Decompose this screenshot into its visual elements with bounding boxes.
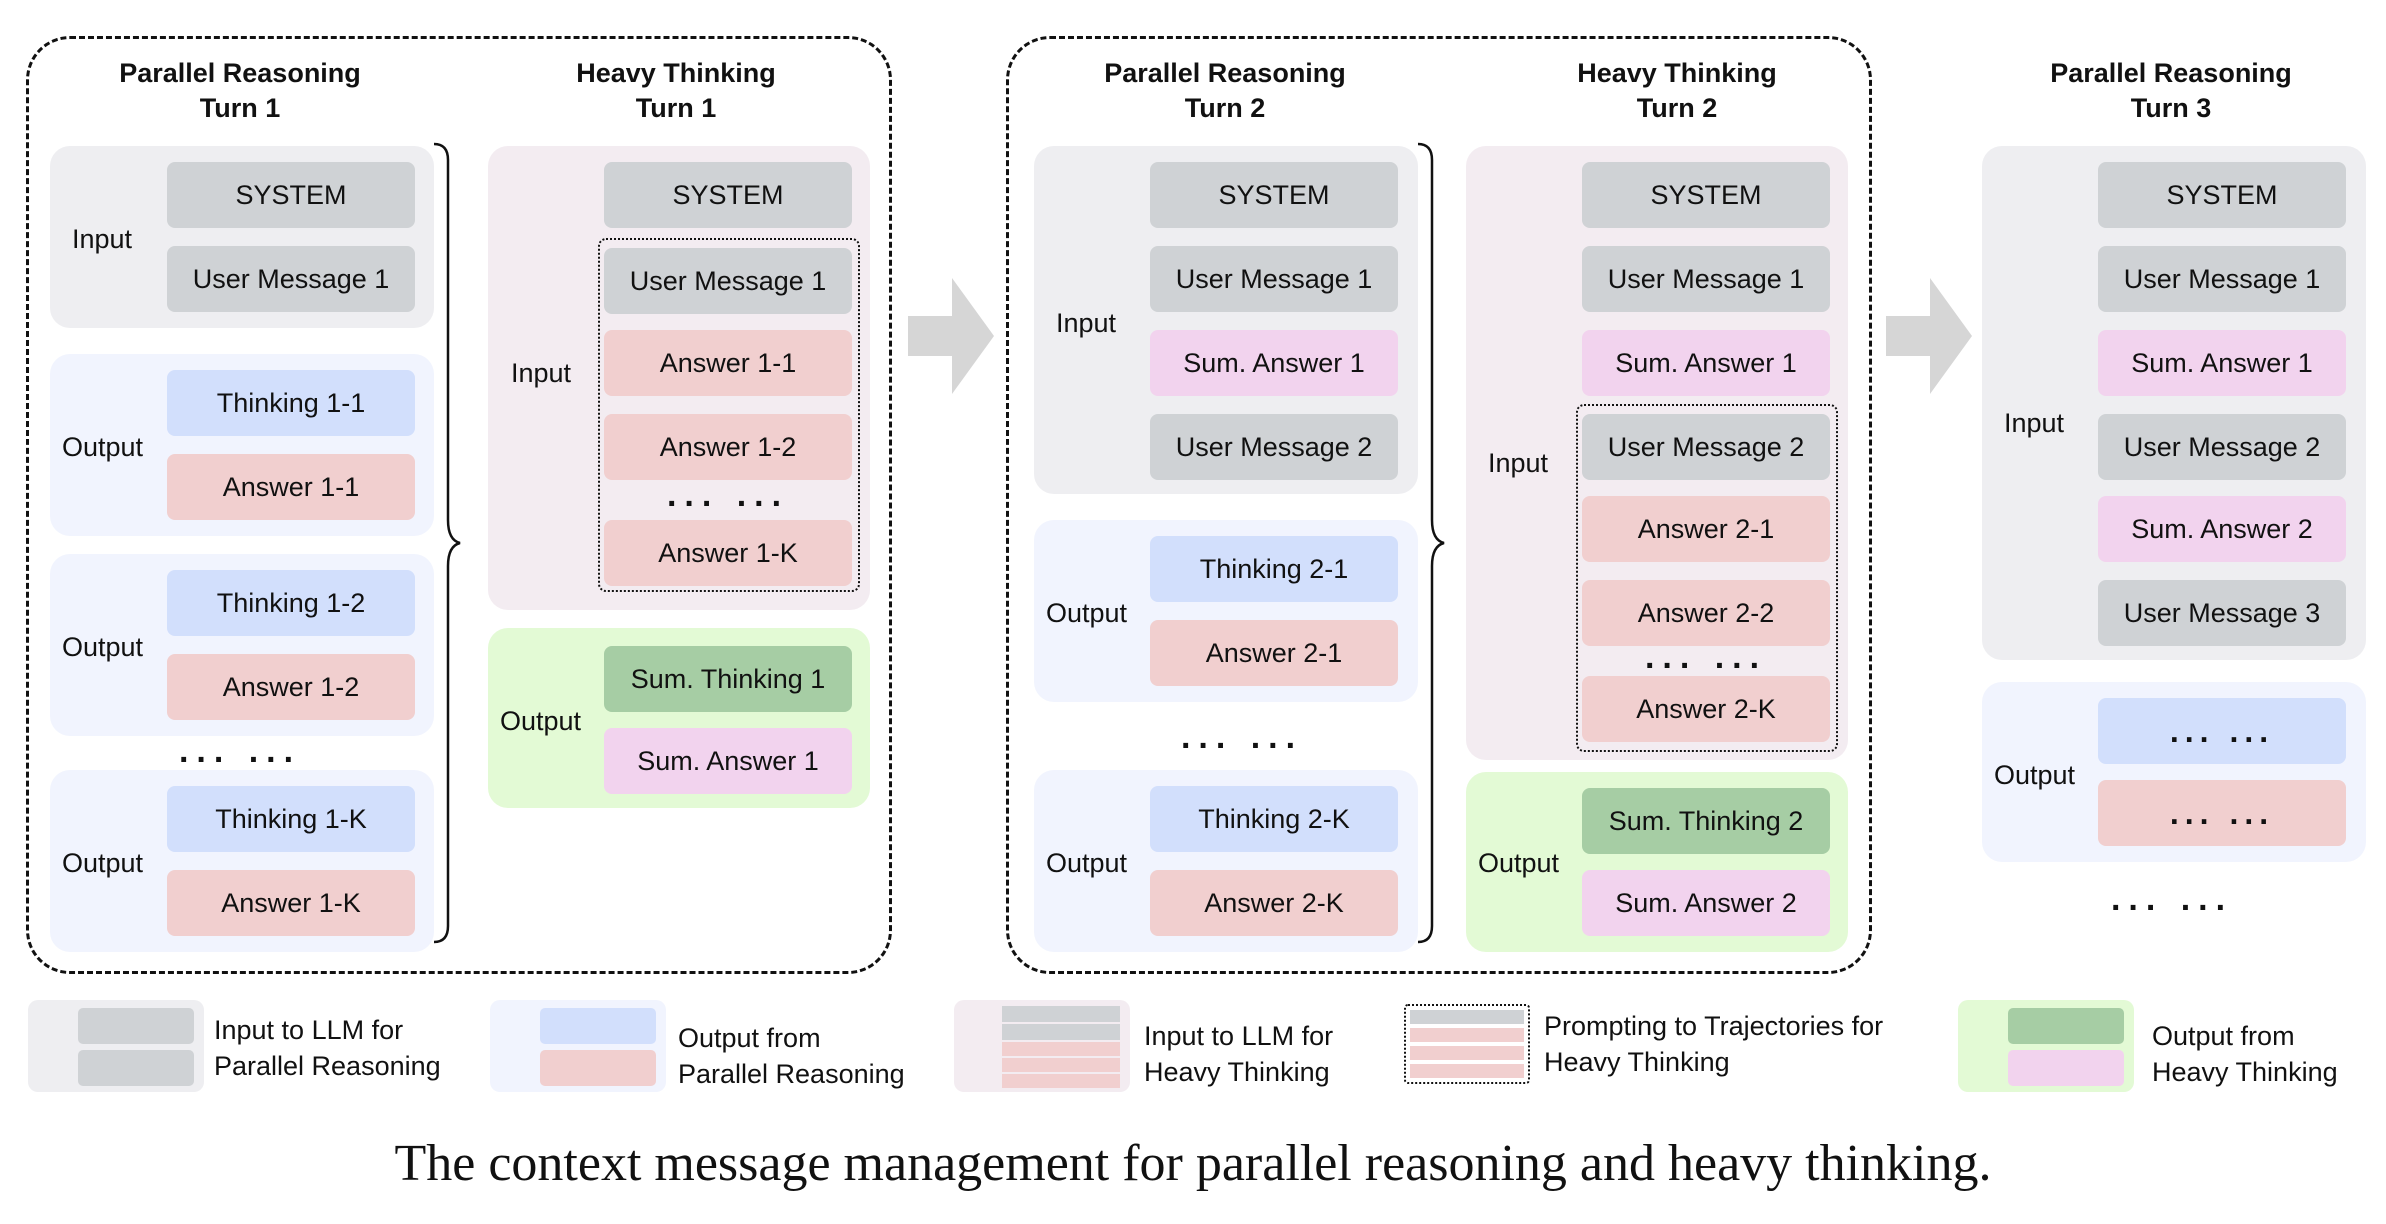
figure-caption: The context message management for paral…: [394, 1135, 1992, 1192]
ht1-ellipsis: ... ...: [666, 476, 790, 514]
ht2-user-message-1: User Message 1: [1582, 246, 1830, 312]
pr2-ellipsis: ... ...: [1180, 718, 1304, 756]
transition-arrow-1: [908, 278, 994, 394]
pr3-user-message-3: User Message 3: [2098, 580, 2346, 646]
pr1-user-message-1: User Message 1: [167, 246, 415, 312]
ht1-system-message: SYSTEM: [604, 162, 852, 228]
legend-input-parallel-bar-2: [78, 1050, 194, 1086]
turn2-brace: [1417, 142, 1445, 944]
ht2-output-label: Output: [1478, 848, 1560, 878]
transition-arrow-2: [1886, 278, 1972, 394]
legend-output-heavy-bar-1: [2008, 1008, 2124, 1044]
answer-2-1: Answer 2-1: [1150, 620, 1398, 686]
turn2-group: [1006, 36, 1872, 974]
pr1-output-label-k: Output: [62, 848, 144, 878]
legend-input-heavy-bar-5: [1002, 1074, 1120, 1088]
legend-output-parallel-bar-1: [540, 1008, 656, 1044]
pr2-input-label: Input: [1056, 308, 1117, 338]
pr3-input-panel: [1982, 146, 2366, 660]
turn1-brace: [433, 142, 461, 944]
ht2-trajectory-prompt-box: [1576, 404, 1838, 752]
legend-prompting-bar-3: [1410, 1046, 1524, 1060]
ht2-answer-2-2: Answer 2-2: [1582, 580, 1830, 646]
answer-1-2: Answer 1-2: [167, 654, 415, 720]
legend-output-parallel-bar-2: [540, 1050, 656, 1086]
ht2-input-label: Input: [1488, 448, 1549, 478]
legend-input-heavy-bar-4: [1002, 1058, 1120, 1072]
ht2-sum-answer-1: Sum. Answer 1: [1582, 330, 1830, 396]
pr3-answer-placeholder: ... ...: [2098, 780, 2346, 846]
legend-input-heavy-bar-1: [1002, 1006, 1120, 1022]
ht2-sum-thinking-2: Sum. Thinking 2: [1582, 788, 1830, 854]
pr2-sum-answer-1: Sum. Answer 1: [1150, 330, 1398, 396]
pr3-ellipsis: ... ...: [2110, 880, 2234, 918]
ht1-sum-thinking-1: Sum. Thinking 1: [604, 646, 852, 712]
thinking-1-1: Thinking 1-1: [167, 370, 415, 436]
ht2-answer-2-1: Answer 2-1: [1582, 496, 1830, 562]
thinking-1-2: Thinking 1-2: [167, 570, 415, 636]
pr3-system-message: SYSTEM: [2098, 162, 2346, 228]
legend-output-heavy-bar-2: [2008, 1050, 2124, 1086]
thinking-1-k: Thinking 1-K: [167, 786, 415, 852]
legend-prompting-swatch: [1404, 1004, 1530, 1084]
ht1-output-label: Output: [500, 706, 582, 736]
pr2-user-message-1: User Message 1: [1150, 246, 1398, 312]
pr1-system-message: SYSTEM: [167, 162, 415, 228]
ht2-ellipsis: ... ...: [1644, 638, 1768, 676]
pr1-input-label: Input: [72, 224, 133, 254]
ht1-answer-1-2: Answer 1-2: [604, 414, 852, 480]
pr2-user-message-2: User Message 2: [1150, 414, 1398, 480]
ht1-answer-1-k: Answer 1-K: [604, 520, 852, 586]
pr3-thinking-placeholder: ... ...: [2098, 698, 2346, 764]
ht1-answer-1-1: Answer 1-1: [604, 330, 852, 396]
legend-prompting-bar-1: [1410, 1010, 1524, 1024]
thinking-2-k: Thinking 2-K: [1150, 786, 1398, 852]
legend-input-heavy-bar-2: [1002, 1024, 1120, 1040]
pr2-system-message: SYSTEM: [1150, 162, 1398, 228]
pr3-input-label: Input: [2004, 408, 2065, 438]
pr1-output-label-2: Output: [62, 632, 144, 662]
pr3-user-message-2: User Message 2: [2098, 414, 2346, 480]
answer-2-k: Answer 2-K: [1150, 870, 1398, 936]
pr1-output-label-1: Output: [62, 432, 144, 462]
legend-prompting-bar-4: [1410, 1064, 1524, 1078]
ht1-user-message-1: User Message 1: [604, 248, 852, 314]
ht1-trajectory-prompt-box: [598, 238, 860, 592]
ht1-input-label: Input: [511, 358, 572, 388]
ht2-sum-answer-2: Sum. Answer 2: [1582, 870, 1830, 936]
pr3-sum-answer-2: Sum. Answer 2: [2098, 496, 2346, 562]
ht2-user-message-2: User Message 2: [1582, 414, 1830, 480]
pr3-sum-answer-1: Sum. Answer 1: [2098, 330, 2346, 396]
pr1-ellipsis: ... ...: [178, 732, 302, 770]
thinking-2-1: Thinking 2-1: [1150, 536, 1398, 602]
pr2-output-label-1: Output: [1046, 598, 1128, 628]
ht2-system-message: SYSTEM: [1582, 162, 1830, 228]
legend-prompting-bar-2: [1410, 1028, 1524, 1042]
ht2-answer-2-k: Answer 2-K: [1582, 676, 1830, 742]
answer-1-1: Answer 1-1: [167, 454, 415, 520]
answer-1-k: Answer 1-K: [167, 870, 415, 936]
pr3-output-label: Output: [1994, 760, 2076, 790]
ht1-sum-answer-1: Sum. Answer 1: [604, 728, 852, 794]
pr3-user-message-1: User Message 1: [2098, 246, 2346, 312]
legend-input-parallel-bar-1: [78, 1008, 194, 1044]
pr2-output-label-k: Output: [1046, 848, 1128, 878]
turn1-group: [26, 36, 892, 974]
legend-input-heavy-bar-3: [1002, 1042, 1120, 1056]
